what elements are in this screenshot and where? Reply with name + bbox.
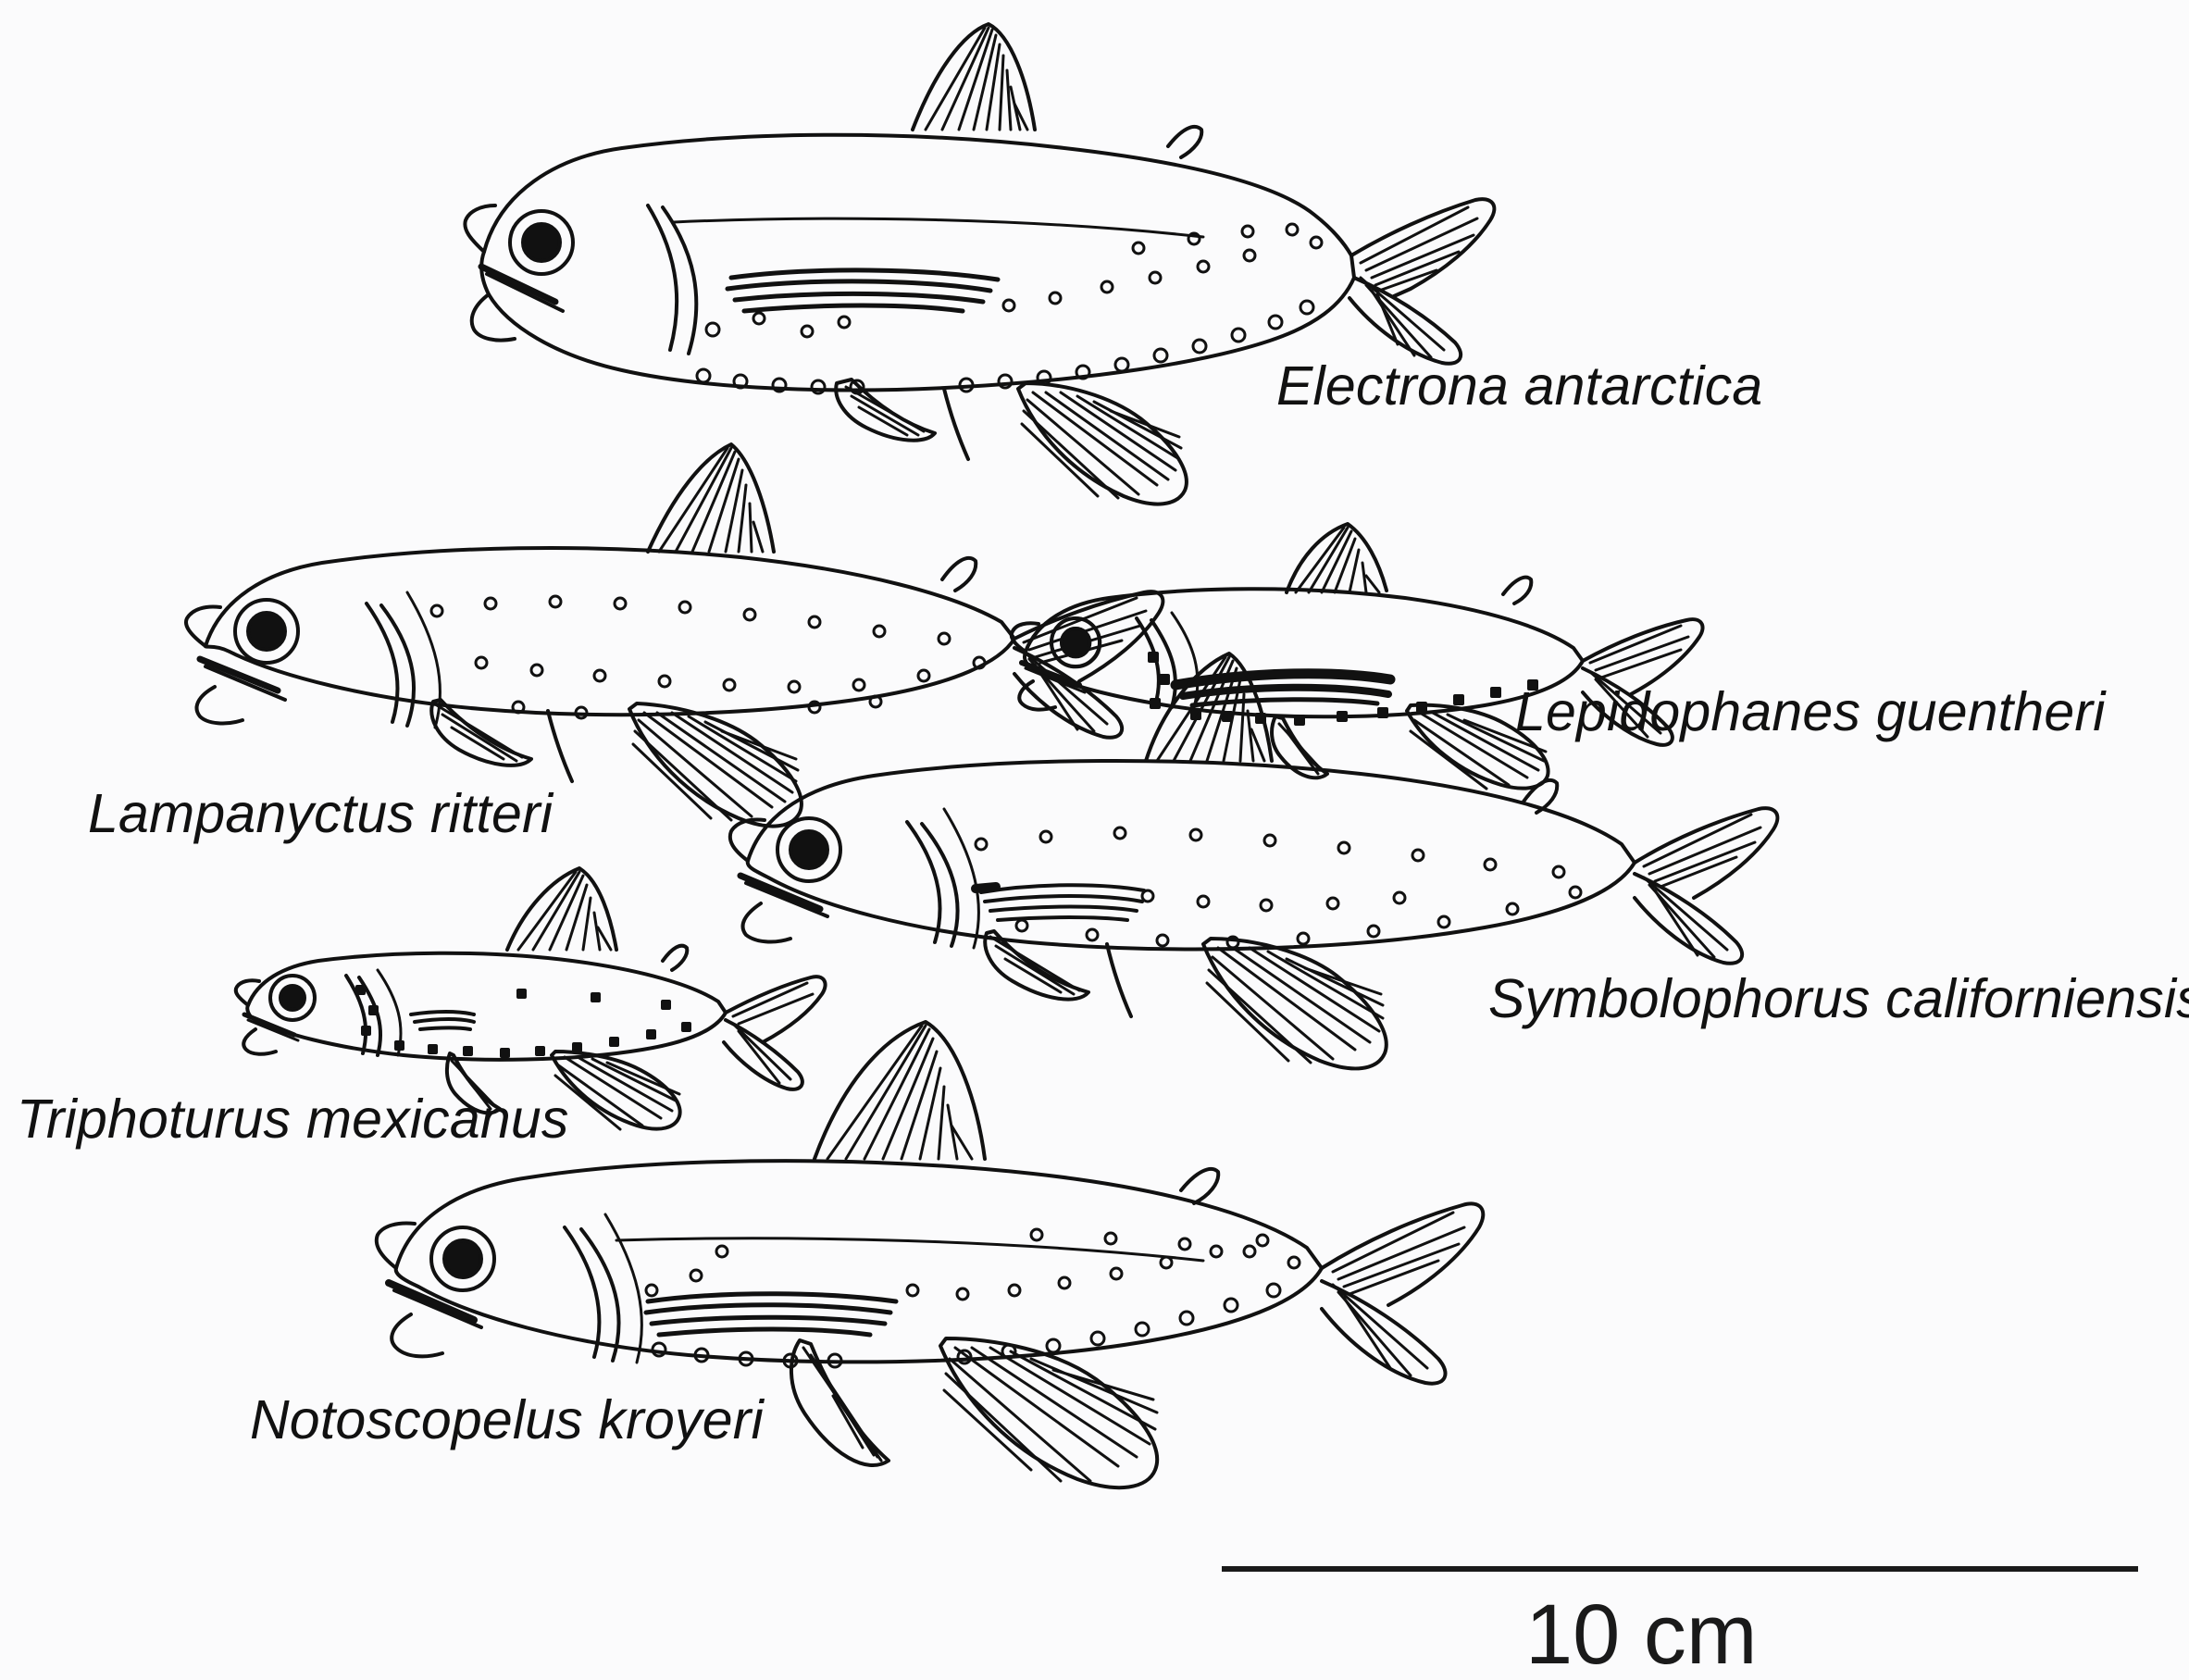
fish-triphoturus-mexicanus [233,866,827,1131]
scale-bar-line [1222,1566,2138,1572]
species-label-notoscopelus-kroyeri: Notoscopelus kroyeri [250,1389,764,1450]
species-label-symbolophorus-californiensis: Symbolophorus californiensis [1488,968,2189,1029]
fish-lepidophanes-guentheri [1009,522,1705,790]
species-label-electrona-antarctica: Electrona antarctica [1276,355,1763,417]
fish-lampanyctus-ritteri [184,442,1165,828]
species-label-lampanyctus-ritteri: Lampanyctus ritteri [88,783,553,844]
fish-electrona-antarctica [463,22,1497,506]
scale-bar-label: 10 cm [1525,1587,1758,1680]
species-label-lepidophanes-guentheri: Lepidophanes guentheri [1515,681,2106,742]
species-label-triphoturus-mexicanus: Triphoturus mexicanus [17,1089,569,1150]
fish-notoscopelus-kroyeri [374,1020,1486,1490]
fish-symbolophorus-californiensis [728,652,1780,1071]
